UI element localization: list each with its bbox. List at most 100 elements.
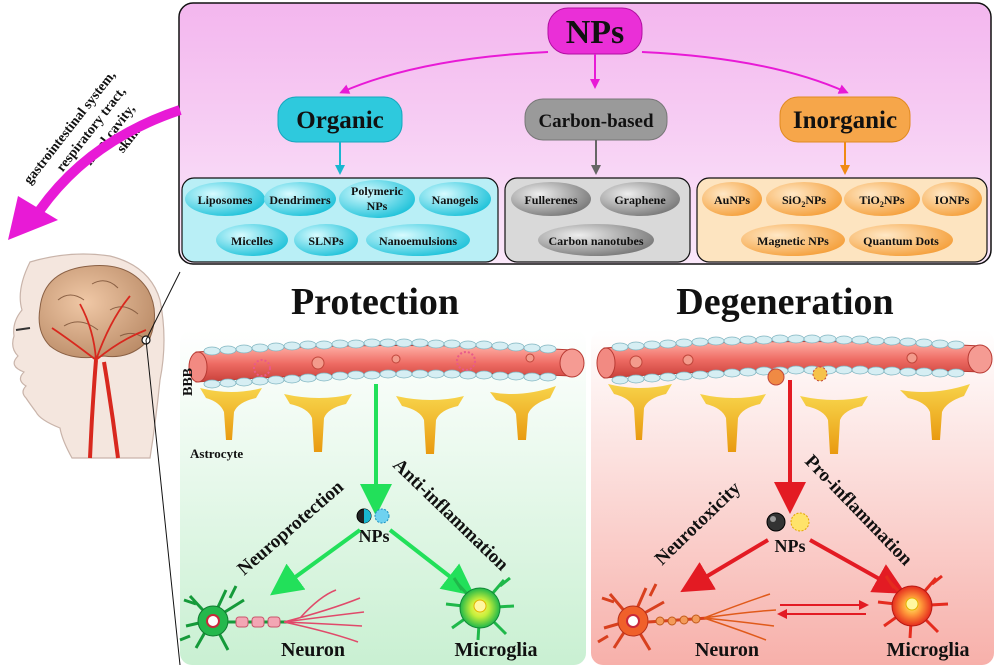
degeneration-neuron xyxy=(597,583,777,651)
astrocyte-8 xyxy=(900,384,970,440)
protection-arrow-neuron xyxy=(270,528,362,596)
degeneration-title: Degeneration xyxy=(676,281,893,323)
protection-microglia-label: Microglia xyxy=(455,639,538,661)
polymeric-nps-text: NPs xyxy=(367,199,388,213)
neck-arteries xyxy=(88,359,120,459)
graphene-chip xyxy=(600,182,680,216)
astrocyte-3 xyxy=(396,396,464,454)
aunps-text: AuNPs xyxy=(714,193,750,207)
nanoemulsions-text: Nanoemulsions xyxy=(379,234,457,248)
astrocyte-label: Astrocyte xyxy=(190,446,243,461)
eye xyxy=(15,327,31,331)
protection-bbb xyxy=(188,338,585,454)
sio2nps-text: SiO2NPs xyxy=(782,193,826,209)
slnps-text: SLNPs xyxy=(308,234,344,248)
protection-microglia-nucleus xyxy=(473,599,487,613)
degeneration-neuron-label: Neuron xyxy=(695,639,759,661)
slnps-chip xyxy=(294,224,358,256)
zoom-line-bottom xyxy=(145,339,181,666)
inorganic-label: Inorganic xyxy=(793,107,897,134)
degeneration-vessel-cap-left xyxy=(596,347,616,379)
astrocyte-1 xyxy=(200,388,262,440)
degeneration-microglia-nucleus xyxy=(905,597,919,611)
nanoemulsions-chip xyxy=(366,224,470,256)
astrocyte-4 xyxy=(490,386,556,440)
sio2-nps: NPs xyxy=(805,193,826,207)
protection-vessel-cap-right xyxy=(559,348,585,378)
protection-astrocytes xyxy=(200,386,556,454)
micelles-chip xyxy=(216,224,288,256)
carbon-label: Carbon-based xyxy=(538,111,654,132)
protection-microglia xyxy=(445,576,515,641)
magnetic-nps-chip xyxy=(741,224,845,256)
degeneration-nps-label: NPs xyxy=(775,536,806,556)
degeneration-myelin xyxy=(655,614,701,626)
protection-endothelium xyxy=(203,338,557,389)
quantum-dots-text: Quantum Dots xyxy=(863,234,939,248)
fullerenes-text: Fullerenes xyxy=(524,193,577,207)
tio2-sub: 2 xyxy=(880,200,884,209)
tio2-base: TiO xyxy=(859,193,879,207)
bbb-label: BBB xyxy=(181,368,196,396)
degeneration-axon-terminals xyxy=(703,593,777,641)
brain-folds xyxy=(57,280,145,339)
liposomes-text: Liposomes xyxy=(198,193,253,207)
carbon-items: Fullerenes Graphene Carbon nanotubes xyxy=(511,182,680,256)
degeneration-neuron-nucleus xyxy=(626,614,640,628)
exposure-arrow-head xyxy=(8,196,58,240)
sio2-sub: 2 xyxy=(801,200,805,209)
liposomes-chip xyxy=(185,182,265,216)
astrocyte-6 xyxy=(700,394,766,452)
dendrimers-text: Dendrimers xyxy=(269,193,331,207)
polymeric-chip xyxy=(339,180,415,218)
protection-title: Protection xyxy=(291,281,459,323)
dendrimers-chip xyxy=(264,182,336,216)
organic-label: Organic xyxy=(296,107,384,134)
degeneration-bbb xyxy=(596,334,993,454)
nanogels-text: Nanogels xyxy=(432,193,479,207)
sio2-base: SiO xyxy=(782,193,801,207)
astrocyte-7 xyxy=(800,396,868,454)
ionps-chip xyxy=(922,182,982,216)
quantum-dots-chip xyxy=(849,224,953,256)
degeneration-microglia-label: Microglia xyxy=(887,639,970,661)
degeneration-arrow-microglia xyxy=(809,538,906,594)
aunps-chip xyxy=(702,182,762,216)
nanogels-chip xyxy=(419,182,491,216)
polymeric-text: Polymeric xyxy=(351,184,404,198)
degeneration-vessel-particles xyxy=(629,352,918,386)
exposure-arrow xyxy=(35,105,182,213)
degeneration-nps-icons xyxy=(766,512,810,532)
head-illustration xyxy=(12,253,165,459)
brain xyxy=(38,265,155,359)
inorganic-items: AuNPs SiO2NPs TiO2NPs IONPs Magnetic NPs… xyxy=(702,182,982,256)
astrocyte-5 xyxy=(608,384,672,440)
degeneration-astrocytes xyxy=(608,384,970,454)
ionps-text: IONPs xyxy=(935,193,970,207)
tio2nps-chip xyxy=(844,182,920,216)
protection-vessel-particles xyxy=(253,351,535,377)
brain-vessels xyxy=(51,295,147,361)
protection-nps-label: NPs xyxy=(359,526,390,546)
nps-title: NPs xyxy=(566,14,625,51)
branch-arrow-organic xyxy=(339,51,549,94)
micelles-text: Micelles xyxy=(231,234,273,248)
graphene-text: Graphene xyxy=(614,193,666,207)
protection-neuron xyxy=(179,585,365,651)
protection-neuron-label: Neuron xyxy=(281,639,345,661)
protection-arrow-microglia xyxy=(388,528,475,596)
carbon-nanotubes-chip xyxy=(538,224,654,256)
astrocyte-2 xyxy=(284,394,352,452)
fullerenes-chip xyxy=(511,182,591,216)
degeneration-vessel-cap-right xyxy=(967,344,993,374)
carbon-nanotubes-text: Carbon nanotubes xyxy=(548,234,643,248)
organic-items: Liposomes Dendrimers Polymeric NPs Nanog… xyxy=(185,180,491,256)
zoom-line-top xyxy=(145,271,181,341)
tio2nps-text: TiO2NPs xyxy=(859,193,904,209)
tio2-nps: NPs xyxy=(884,193,905,207)
protection-myelin xyxy=(235,616,281,628)
sio2nps-chip xyxy=(766,182,842,216)
degeneration-endothelium xyxy=(611,334,965,385)
magnetic-nps-text: Magnetic NPs xyxy=(757,234,829,248)
